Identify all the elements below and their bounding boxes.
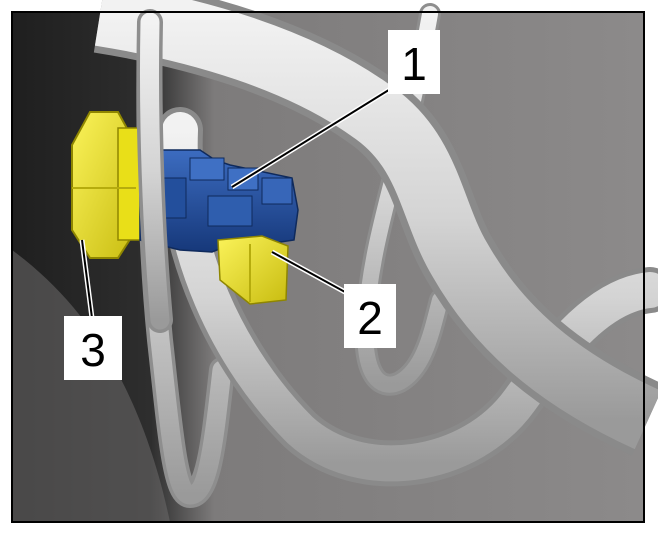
callout-2-label: 2: [357, 292, 383, 344]
thin-pipe-front: [136, 9, 173, 333]
callout-2: 2: [344, 284, 396, 348]
background-haze: [12, 250, 170, 522]
large-pipe-top: [93, 0, 658, 456]
callout-3: 3: [64, 316, 122, 380]
yellow-nut: [71, 111, 145, 259]
callout-1-label: 1: [401, 38, 427, 90]
callout-1: 1: [388, 30, 440, 94]
leader-lines-core: [81, 87, 393, 319]
yellow-lock: [217, 235, 289, 305]
frame-border: [11, 11, 645, 523]
callout-3-label: 3: [80, 324, 106, 376]
